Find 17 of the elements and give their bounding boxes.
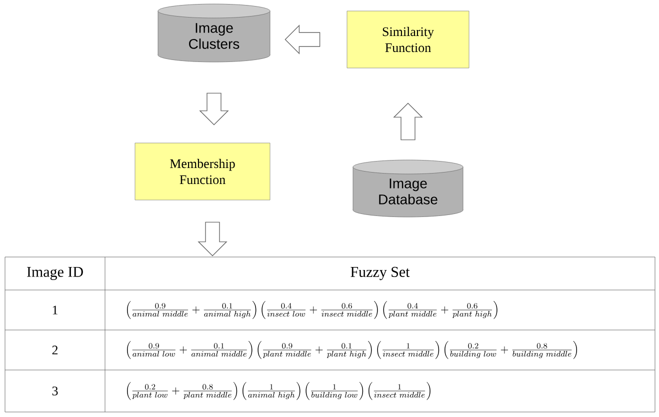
block-arrow <box>199 92 229 126</box>
table-cell: 1 <box>52 306 58 314</box>
table-cell: $\left(\frac{0.9}{animal\ middle}+\frac{0.1}{animal\ high}\right)\left(\frac{0.4}{insect\ low}+\frac{0.6}{insect\ middle}\right)\left(\frac{0.4}{plant\ middle}+\frac{0.6}{plant\ high}\right)$ <box>127 300 498 319</box>
table-cell: 3 <box>52 386 58 396</box>
block-arrow <box>393 102 423 140</box>
table-cell: Image ID <box>27 266 83 280</box>
table <box>4 256 656 412</box>
table-cell: Fuzzy Set <box>350 266 410 280</box>
block-arrow <box>284 24 320 54</box>
cylinder: Image Clusters <box>158 4 270 62</box>
cylinder: Image Database <box>352 160 464 218</box>
table-cell: $\left(\frac{0.9}{animal\ low}+\frac{0.1}{animal\ middle}\right)\left(\frac{0.9}{plant\ middle}+\frac{0.1}{plant\ high}\right)\left(\frac{1}{insect\ middle}\right)\left(\frac{0.2}{building\ low}+\frac{0.8}{building\ middle}\right)$ <box>127 340 578 359</box>
table-cell: 2 <box>52 346 58 354</box>
block-arrow <box>198 222 228 256</box>
table-cell: $\left(\frac{0.2}{plant\ low}+\frac{0.8}{plant\ middle}\right)\left(\frac{1}{animal\ high}\right)\left(\frac{1}{building\ low}\right)\left(\frac{1}{insect\ middle}\right)$ <box>127 382 430 400</box>
process-box: Membership Function <box>134 142 270 200</box>
process-box: Similarity Function <box>346 10 470 68</box>
